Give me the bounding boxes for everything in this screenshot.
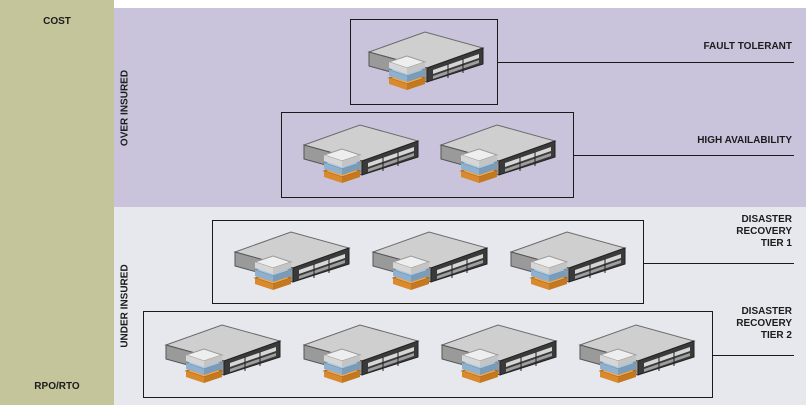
tier-label-line: HIGH AVAILABILITY <box>697 135 792 146</box>
server-icon <box>301 124 420 183</box>
server-icon <box>367 31 485 90</box>
tier-label-high-availability: HIGH AVAILABILITY <box>697 135 792 147</box>
tier-label-fault-tolerant: FAULT TOLERANT <box>703 41 792 53</box>
tier-label-line: TIER 1 <box>760 238 792 249</box>
server-icon <box>164 323 282 383</box>
server-icon <box>302 323 420 383</box>
axis-top-label: COST <box>43 16 71 27</box>
tier-label-line: DISASTER <box>741 214 792 225</box>
server-icon <box>233 231 351 290</box>
tier-label-line: FAULT TOLERANT <box>703 41 792 52</box>
tier-label-line: TIER 2 <box>760 330 792 341</box>
tier-box-fault-tolerant <box>350 19 498 105</box>
cost-rpo-axis-bar <box>0 0 114 405</box>
server-icon <box>440 323 558 383</box>
server-icon <box>578 323 696 383</box>
tier-label-line: RECOVERY <box>736 318 792 329</box>
server-icon <box>439 124 557 183</box>
leader-line-high-availability <box>574 155 794 156</box>
leader-line-dr-tier-2 <box>713 355 794 356</box>
tier-label-dr-tier-1: DISASTER RECOVERY TIER 1 <box>736 214 792 250</box>
tier-label-line: RECOVERY <box>736 226 792 237</box>
over-insured-label: OVER INSURED <box>119 69 131 147</box>
tier-box-dr-tier-1 <box>212 220 644 304</box>
server-icon <box>509 231 627 290</box>
axis-bottom-label: RPO/RTO <box>34 381 80 392</box>
tier-label-line: DISASTER <box>741 306 792 317</box>
under-insured-label: UNDER INSURED <box>119 264 131 348</box>
leader-line-dr-tier-1 <box>644 263 794 264</box>
tier-box-high-availability <box>281 112 574 198</box>
leader-line-fault-tolerant <box>498 62 794 63</box>
tier-box-dr-tier-2 <box>143 311 713 398</box>
tier-label-dr-tier-2: DISASTER RECOVERY TIER 2 <box>736 306 792 342</box>
server-icon <box>371 231 489 290</box>
